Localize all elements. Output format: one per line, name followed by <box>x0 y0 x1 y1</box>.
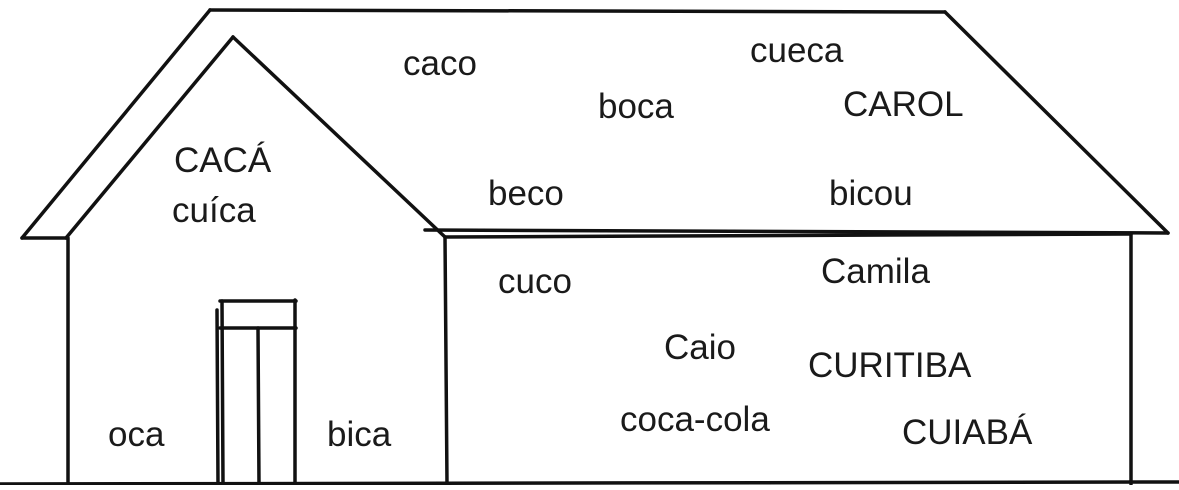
word-oca: oca <box>108 415 165 454</box>
word-curitiba: CURITIBA <box>808 346 972 385</box>
roof-front-edge <box>231 35 447 239</box>
wall-top-line <box>443 232 1133 239</box>
word-caca: CACÁ <box>174 141 272 180</box>
word-cueca: cueca <box>750 31 844 70</box>
word-beco: beco <box>488 174 564 213</box>
word-cuica: cuíca <box>172 191 256 230</box>
roof-eave <box>423 228 1170 235</box>
word-camila: Camila <box>821 252 930 291</box>
word-bicou: bicou <box>829 174 913 213</box>
gable-outer-edge <box>20 8 212 240</box>
word-caio: Caio <box>664 328 736 367</box>
word-coca-cola: coca-cola <box>620 400 770 439</box>
word-boca: boca <box>598 87 674 126</box>
roof-ridge <box>208 8 947 14</box>
word-bica: bica <box>327 415 392 454</box>
word-caco: caco <box>403 44 477 83</box>
roof-right-slope <box>943 10 1170 235</box>
word-cuco: cuco <box>498 262 572 301</box>
gable-inner-edge <box>64 35 235 240</box>
ground-line <box>0 480 1179 486</box>
door-center-line <box>256 326 261 486</box>
door-left-jamb <box>215 308 220 486</box>
door-inner-left <box>220 299 225 486</box>
word-carol: CAROL <box>843 85 964 124</box>
word-cuiaba: CUIABÁ <box>902 413 1033 452</box>
front-wall-divider <box>443 235 449 486</box>
